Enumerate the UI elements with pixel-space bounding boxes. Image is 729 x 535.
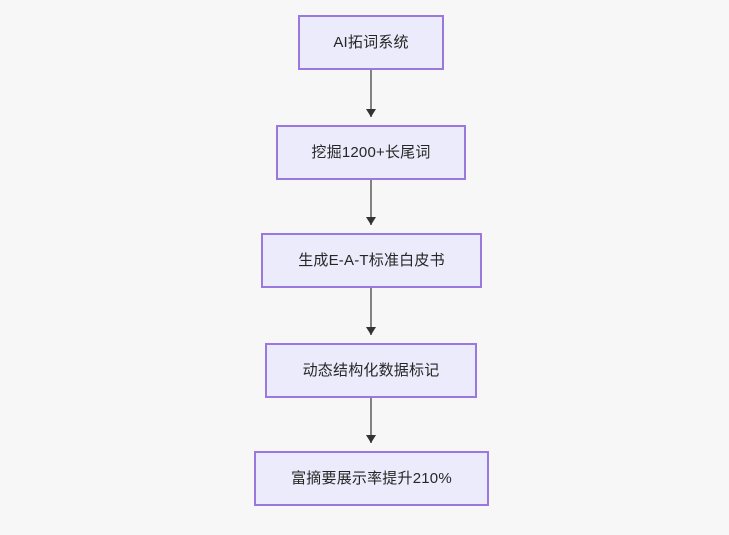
flow-node-ai-keyword-system[interactable]: AI拓词系统 [298,15,444,70]
flow-edge-4 [370,398,372,443]
flow-edge-2 [370,180,372,225]
flow-node-label: AI拓词系统 [333,34,409,51]
flow-node-mine-longtail-keywords[interactable]: 挖掘1200+长尾词 [276,125,466,180]
arrow-down-icon [366,109,376,117]
flow-node-label: 生成E-A-T标准白皮书 [298,252,445,269]
flow-node-label: 动态结构化数据标记 [302,362,440,379]
flow-node-dynamic-structured-data-markup[interactable]: 动态结构化数据标记 [265,343,477,398]
arrow-down-icon [366,327,376,335]
flow-node-label: 富摘要展示率提升210% [291,470,452,487]
flow-edge-3 [370,288,372,335]
flow-edge-1 [370,70,372,117]
arrow-down-icon [366,217,376,225]
flow-node-rich-snippet-impression-lift[interactable]: 富摘要展示率提升210% [254,451,489,506]
flow-node-label: 挖掘1200+长尾词 [311,144,431,161]
flow-node-generate-eat-whitepaper[interactable]: 生成E-A-T标准白皮书 [261,233,482,288]
arrow-down-icon [366,435,376,443]
